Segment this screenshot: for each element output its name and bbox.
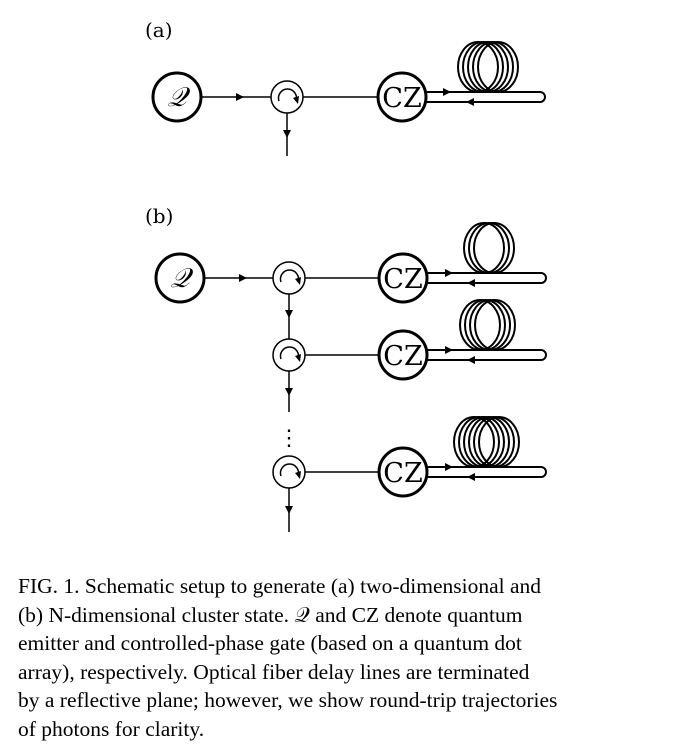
arrowhead-icon: [285, 310, 293, 318]
panel-b: (b) 𝒬 ⋮ CZ: [145, 204, 547, 532]
fiber-coil-icon: [426, 41, 546, 106]
cz-gate-label: CZ: [383, 264, 422, 295]
quantum-emitter-node: 𝒬: [154, 252, 206, 304]
caption-line: (b) N-dimensional cluster state. 𝒬 and C…: [18, 602, 523, 627]
chain-row: CZ: [272, 222, 547, 304]
cz-gate-node: CZ: [377, 446, 429, 498]
figure-diagram: (a) 𝒬 CZ: [145, 18, 547, 532]
chain-row: CZ: [272, 299, 547, 381]
caption-line: emitter and controlled-phase gate (based…: [18, 631, 522, 655]
panel-b-label: (b): [145, 204, 173, 228]
caption-line: array), respectively. Optical fiber dela…: [18, 659, 530, 684]
cz-gate-label: CZ: [383, 458, 422, 489]
fiber-coil-icon: [427, 416, 547, 481]
cz-gate-label: CZ: [382, 83, 421, 114]
arrowhead-icon: [285, 506, 293, 514]
circulator-icon: [272, 338, 306, 372]
fiber-coil-icon: [427, 222, 547, 287]
arrowhead-icon: [239, 274, 247, 282]
quantum-emitter-node: 𝒬: [151, 71, 203, 123]
caption-line: of photons for clarity.: [18, 716, 205, 741]
caption-line: by a reflective plane; however, we show …: [18, 688, 558, 712]
arrowhead-icon: [283, 130, 291, 138]
ellipsis: ⋮: [278, 426, 300, 451]
fiber-coil-icon: [427, 299, 547, 364]
caption-line: FIG. 1. Schematic setup to generate (a) …: [18, 574, 542, 598]
chain-row: CZ: [272, 416, 547, 498]
panel-a-label: (a): [145, 18, 173, 42]
panel-a: (a) 𝒬 CZ: [145, 18, 546, 156]
figure-caption: FIG. 1. Schematic setup to generate (a) …: [18, 572, 672, 743]
circulator-icon: [270, 80, 304, 114]
arrowhead-icon: [236, 93, 244, 101]
cz-gate-node: CZ: [377, 252, 429, 304]
circulator-icon: [272, 261, 306, 295]
cz-gate-node: CZ: [377, 329, 429, 381]
cz-gate-label: CZ: [383, 341, 422, 372]
circulator-icon: [272, 455, 306, 489]
cz-gate-node: CZ: [376, 71, 428, 123]
arrowhead-icon: [285, 388, 293, 396]
